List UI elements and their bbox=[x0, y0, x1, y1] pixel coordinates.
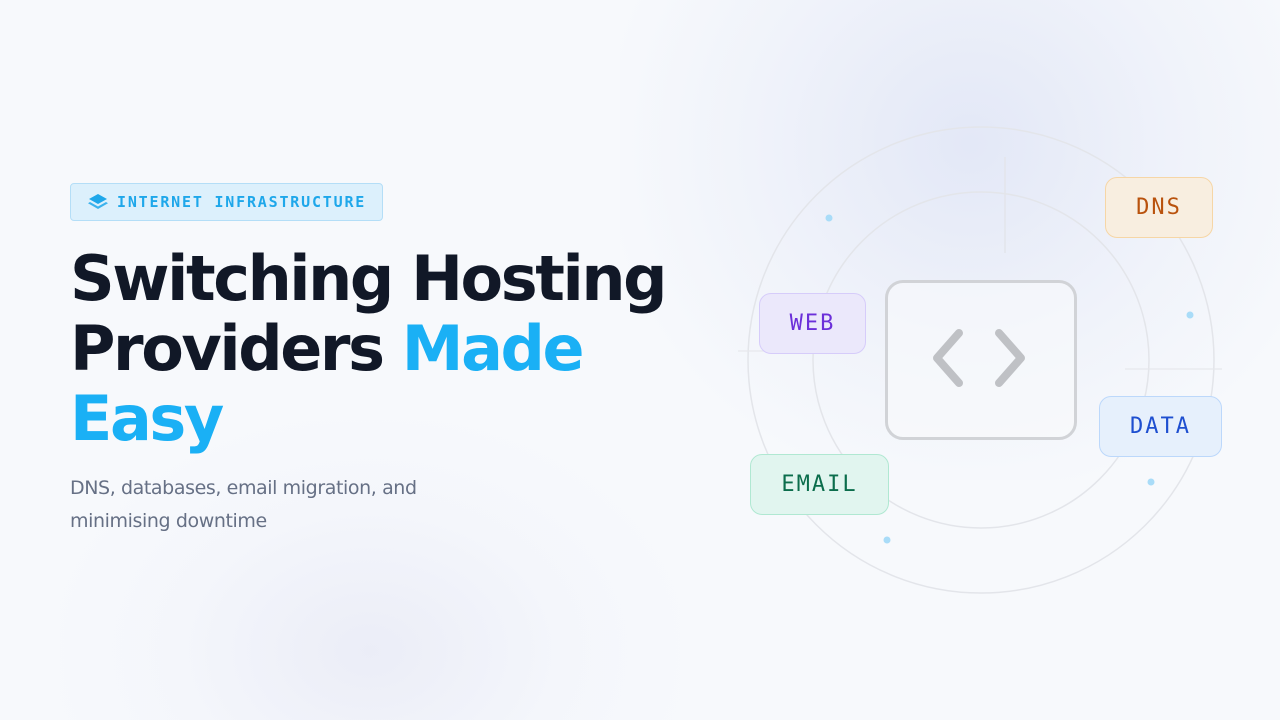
badge-label: INTERNET INFRASTRUCTURE bbox=[117, 193, 367, 211]
dot bbox=[883, 536, 891, 544]
chip-label: DATA bbox=[1130, 414, 1191, 439]
title-line-1: Switching Hosting bbox=[70, 242, 667, 315]
chip-data: DATA bbox=[1099, 396, 1222, 457]
chip-label: DNS bbox=[1136, 195, 1182, 220]
chip-label: EMAIL bbox=[781, 472, 858, 497]
category-badge: INTERNET INFRASTRUCTURE bbox=[70, 183, 383, 221]
dot bbox=[825, 214, 833, 222]
dot bbox=[1186, 311, 1194, 319]
layers-icon bbox=[88, 194, 108, 209]
chip-label: WEB bbox=[789, 311, 836, 336]
chip-email: EMAIL bbox=[750, 454, 889, 515]
title-line-3-accent: Easy bbox=[70, 382, 224, 455]
inner-orbit-ring bbox=[812, 191, 1150, 529]
page-subtitle: DNS, databases, email migration, and min… bbox=[70, 477, 417, 532]
title-line-2-accent: Made bbox=[401, 312, 585, 385]
title-line-2-dark: Providers bbox=[70, 312, 402, 385]
chip-web: WEB bbox=[759, 293, 866, 354]
page-title: Switching Hosting Providers Made Easy bbox=[70, 244, 670, 454]
code-brackets-icon bbox=[933, 329, 1025, 387]
outer-orbit-ring bbox=[747, 126, 1215, 594]
dot bbox=[1147, 478, 1155, 486]
chip-dns: DNS bbox=[1105, 177, 1213, 238]
code-window bbox=[885, 280, 1077, 440]
